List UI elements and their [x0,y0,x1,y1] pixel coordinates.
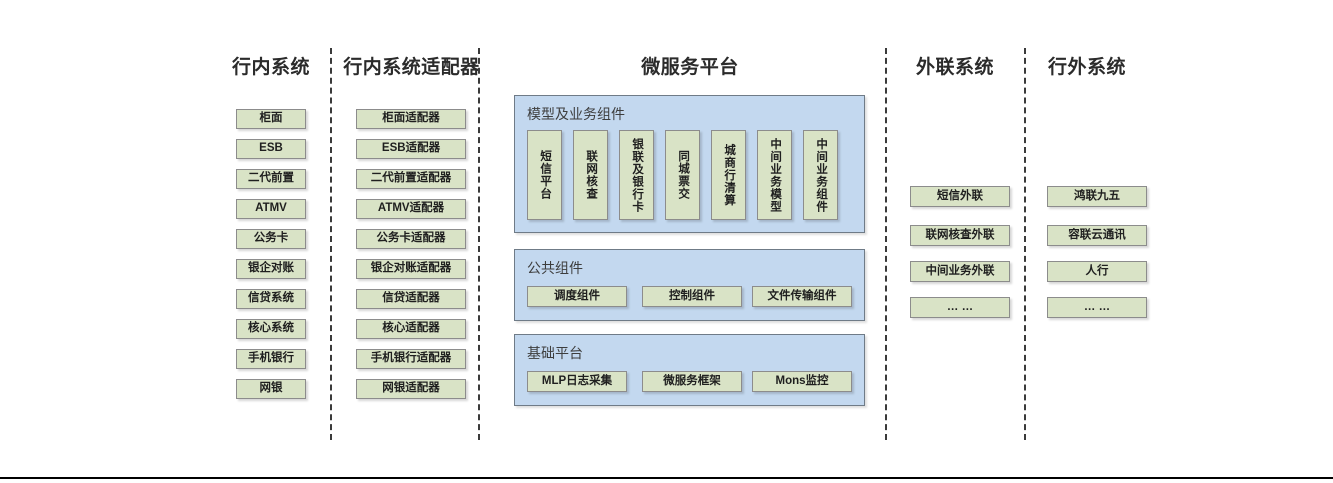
panel-label-public-components: 公共组件 [527,260,583,276]
node-adapter-6[interactable]: 银企对账适配器 [356,259,466,279]
node-model-component-5[interactable]: 城商行清算 [711,130,746,220]
node-internal-system-8[interactable]: 核心系统 [236,319,306,339]
node-external-link-1[interactable]: 短信外联 [910,186,1010,207]
node-internal-system-7[interactable]: 信贷系统 [236,289,306,309]
divider-internal-to-adapters [330,48,332,440]
node-internal-system-5[interactable]: 公务卡 [236,229,306,249]
node-internal-system-6[interactable]: 银企对账 [236,259,306,279]
panel-label-model-business-components: 模型及业务组件 [527,106,625,122]
node-adapter-9[interactable]: 手机银行适配器 [356,349,466,369]
node-public-component-1[interactable]: 调度组件 [527,286,627,307]
column-title-microservice-platform: 微服务平台 [641,57,739,78]
node-adapter-4[interactable]: ATMV适配器 [356,199,466,219]
node-internal-system-9[interactable]: 手机银行 [236,349,306,369]
node-adapter-8[interactable]: 核心适配器 [356,319,466,339]
node-external-link-3[interactable]: 中间业务外联 [910,261,1010,282]
node-adapter-3[interactable]: 二代前置适配器 [356,169,466,189]
panel-public-components: 公共组件 [514,249,865,321]
column-title-outside-bank-systems: 行外系统 [1047,57,1126,78]
node-model-component-3[interactable]: 银联及银行卡 [619,130,654,220]
node-internal-system-4[interactable]: ATMV [236,199,306,219]
divider-external-to-outside [1024,48,1026,440]
node-model-component-6[interactable]: 中间业务模型 [757,130,792,220]
divider-platform-to-external [885,48,887,440]
column-title-internal-systems: 行内系统 [231,57,310,78]
node-outside-bank-1[interactable]: 鸿联九五 [1047,186,1147,207]
node-external-link-2[interactable]: 联网核查外联 [910,225,1010,246]
node-outside-bank-3[interactable]: 人行 [1047,261,1147,282]
node-internal-system-1[interactable]: 柜面 [236,109,306,129]
panel-base-platform: 基础平台 [514,334,865,406]
node-adapter-7[interactable]: 信贷适配器 [356,289,466,309]
divider-adapters-to-platform [478,48,480,440]
node-model-component-1[interactable]: 短信平台 [527,130,562,220]
node-adapter-5[interactable]: 公务卡适配器 [356,229,466,249]
node-outside-bank-4[interactable]: … … [1047,297,1147,318]
column-title-external-link-systems: 外联系统 [915,57,994,78]
node-outside-bank-2[interactable]: 容联云通讯 [1047,225,1147,246]
node-adapter-2[interactable]: ESB适配器 [356,139,466,159]
node-base-platform-2[interactable]: 微服务框架 [642,371,742,392]
node-adapter-1[interactable]: 柜面适配器 [356,109,466,129]
node-base-platform-3[interactable]: Mons监控 [752,371,852,392]
node-internal-system-3[interactable]: 二代前置 [236,169,306,189]
node-public-component-2[interactable]: 控制组件 [642,286,742,307]
bottom-divider-rule [0,477,1333,479]
node-model-component-7[interactable]: 中间业务组件 [803,130,838,220]
node-internal-system-2[interactable]: ESB [236,139,306,159]
node-adapter-10[interactable]: 网银适配器 [356,379,466,399]
node-internal-system-10[interactable]: 网银 [236,379,306,399]
panel-label-base-platform: 基础平台 [527,345,583,361]
node-public-component-3[interactable]: 文件传输组件 [752,286,852,307]
node-model-component-4[interactable]: 同城票交 [665,130,700,220]
node-model-component-2[interactable]: 联网核查 [573,130,608,220]
node-base-platform-1[interactable]: MLP日志采集 [527,371,627,392]
column-title-internal-system-adapters: 行内系统适配器 [343,57,480,78]
node-external-link-4[interactable]: … … [910,297,1010,318]
